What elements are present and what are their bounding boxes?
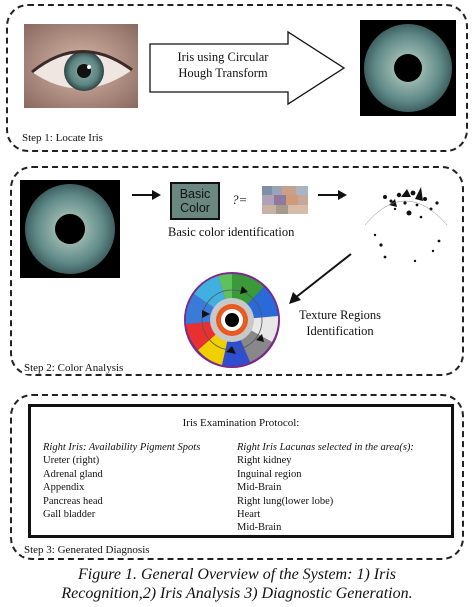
- right-item: Mid-Brain: [237, 482, 282, 494]
- right-item: Heart: [237, 509, 261, 521]
- right-item: Right lung(lower lobe): [237, 495, 334, 507]
- left-column: Right Iris: Availability Pigment Spots U…: [43, 441, 238, 521]
- iridology-chart: [184, 272, 280, 368]
- arrow-text-line1: Iris using Circular: [177, 50, 269, 64]
- protocol-box: Iris Examination Protocol: Right Iris: A…: [28, 404, 454, 538]
- right-column: Right Iris Lacunas selected in the area(…: [237, 441, 451, 535]
- arrow-text-line2: Hough Transform: [178, 66, 268, 80]
- hough-transform-arrow: [149, 30, 346, 106]
- right-column-header: Right Iris Lacunas selected in the area(…: [237, 442, 414, 453]
- texture-caption-line1: Texture Regions: [298, 308, 382, 322]
- protocol-title: Iris Examination Protocol:: [182, 417, 300, 429]
- right-item: Right kidney: [237, 455, 292, 467]
- step1-label: Step 1: Locate Iris: [20, 132, 105, 144]
- left-item: Adrenal gland: [43, 468, 103, 480]
- basic-color-box-line1: Basic: [179, 187, 211, 201]
- step2-label: Step 2: Color Analysis: [22, 362, 126, 374]
- eye-photo: [24, 24, 138, 108]
- iris-photo: [20, 180, 120, 278]
- step3-panel: [10, 394, 464, 560]
- left-item: Ureter (right): [43, 455, 100, 467]
- eye-photo-drawing: [24, 24, 138, 108]
- step1-panel: [6, 4, 468, 152]
- left-item: Appendix: [43, 482, 85, 494]
- segmented-iris-1-drawing: [364, 24, 452, 112]
- iris-photo-drawing: [25, 184, 115, 274]
- basic-color-box: Basic Color: [170, 182, 220, 220]
- arrow-to-basic-color: [132, 190, 161, 200]
- texture-binary-map: [355, 175, 455, 275]
- figure-caption-line2: Recognition,2) Iris Analysis 3) Diagnost…: [61, 585, 413, 602]
- equation-mark: ?=: [232, 192, 248, 207]
- step3-label: Step 3: Generated Diagnosis: [22, 544, 152, 556]
- step2-panel: [10, 166, 464, 376]
- left-column-header: Right Iris: Availability Pigment Spots: [43, 442, 201, 453]
- left-item: Pancreas head: [43, 495, 103, 507]
- figure-caption-line1: Figure 1. General Overview of the System…: [78, 566, 396, 583]
- right-item: Inguinal region: [237, 468, 302, 480]
- texture-caption-line2: Identification: [306, 324, 374, 338]
- left-item: Gall bladder: [43, 509, 96, 521]
- figure-caption: Figure 1. General Overview of the System…: [0, 565, 474, 603]
- arrow-to-iris-chart: [289, 253, 352, 304]
- basic-color-caption: Basic color identification: [168, 225, 295, 239]
- right-item: Mid-Brain: [237, 522, 282, 534]
- arrow-to-texture-map: [318, 190, 347, 200]
- basic-color-box-line2: Color: [180, 201, 210, 215]
- segmented-iris-1: [360, 20, 456, 116]
- color-pixel-swatch: [262, 186, 308, 214]
